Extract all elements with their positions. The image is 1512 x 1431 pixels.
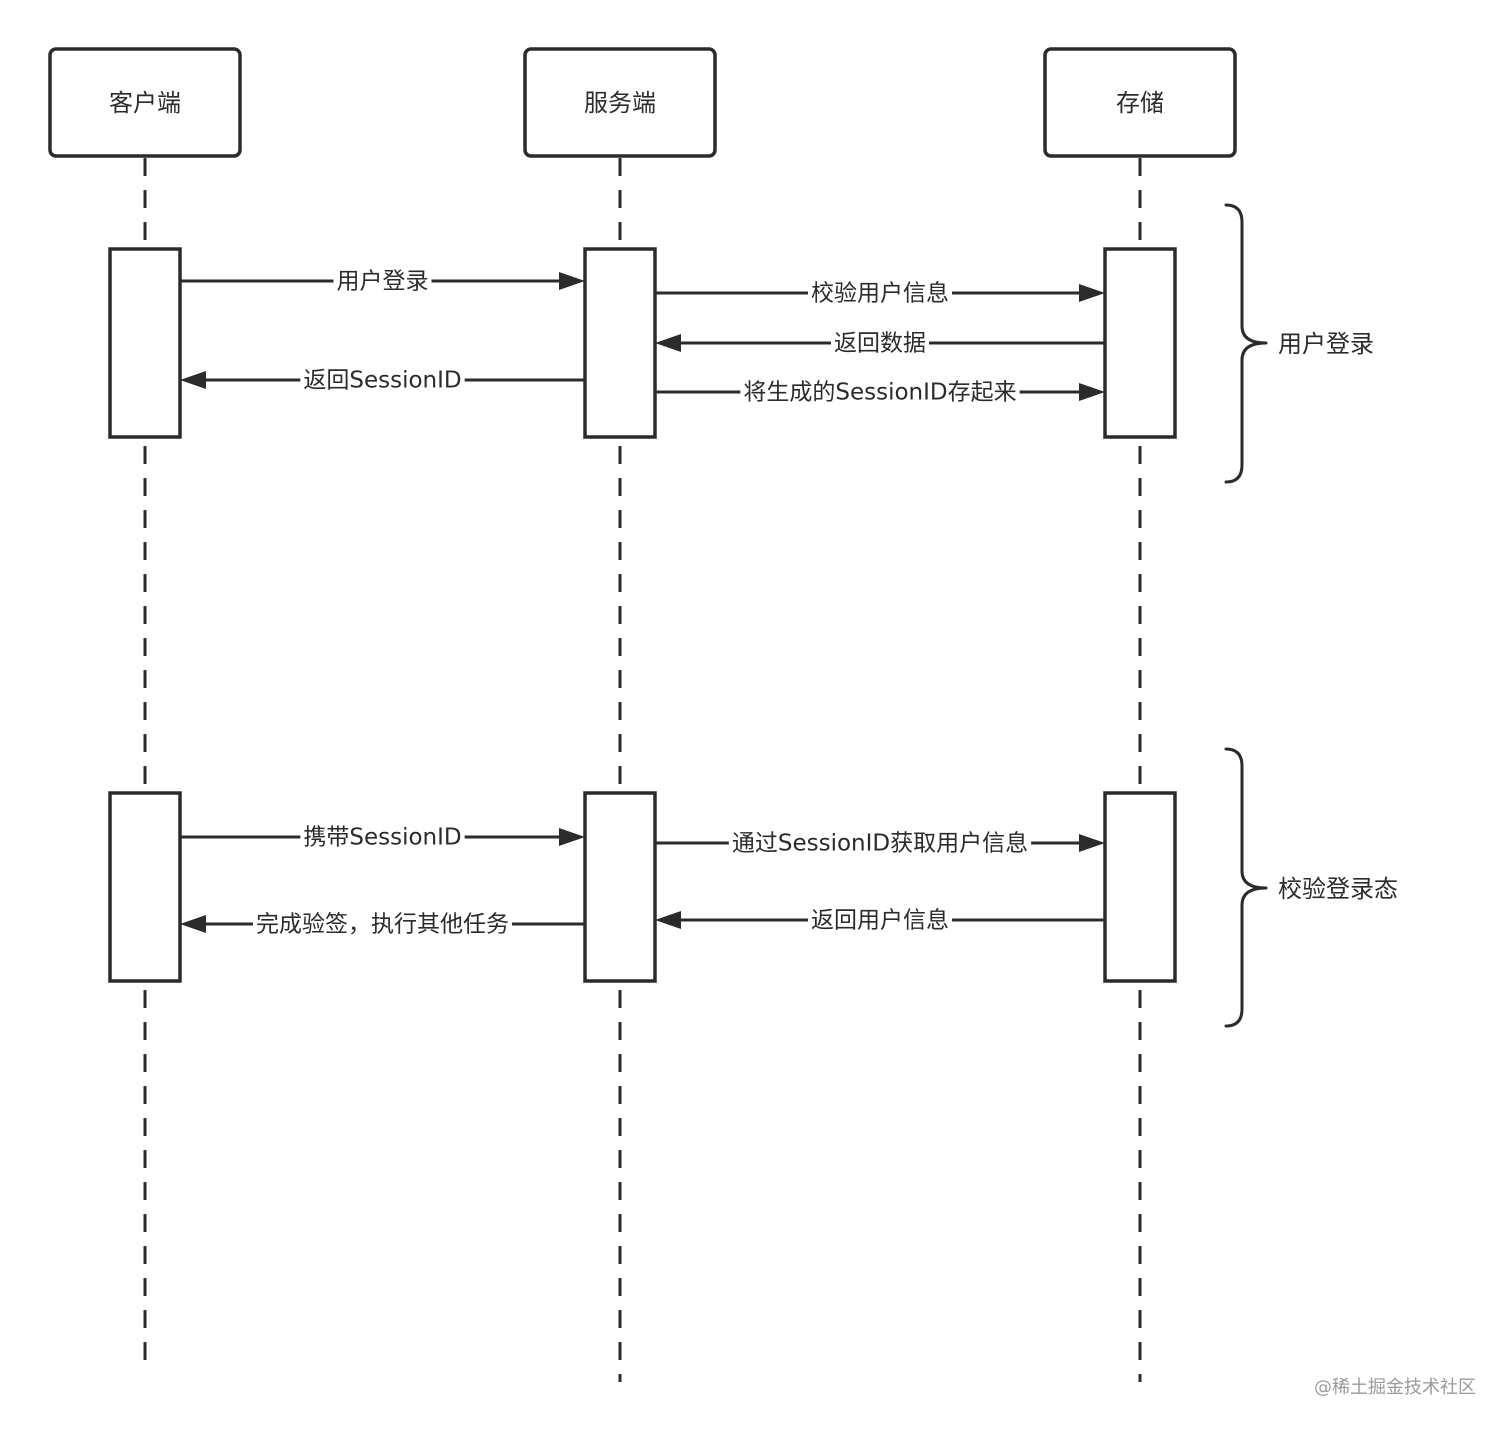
message-store-sessionid: 将生成的SessionID存起来 <box>655 377 1105 407</box>
group-user-login: 用户登录 <box>1224 203 1374 484</box>
arrowhead-icon <box>559 272 585 290</box>
participant-client[interactable]: 客户端 <box>48 47 242 158</box>
arrowhead-icon <box>180 371 206 389</box>
activation-storage-verify <box>1103 791 1177 983</box>
brace-icon <box>1224 203 1268 484</box>
message-store-sessionid-label: 将生成的SessionID存起来 <box>743 380 1016 406</box>
group-user-login-label: 用户登录 <box>1278 330 1374 358</box>
activation-storage-login <box>1103 247 1177 439</box>
group-verify-login-state-label: 校验登录态 <box>1278 875 1398 903</box>
message-verify-user-info: 校验用户信息 <box>655 278 1105 308</box>
message-get-user-info: 通过SessionID获取用户信息 <box>655 828 1105 858</box>
arrowhead-icon <box>1079 383 1105 401</box>
activation-server-login <box>583 247 657 439</box>
message-return-data-label: 返回数据 <box>834 331 926 357</box>
message-complete-verification-label: 完成验签，执行其他任务 <box>256 912 509 938</box>
activation-client-verify <box>108 791 182 983</box>
arrowhead-icon <box>1079 834 1105 852</box>
message-user-login: 用户登录 <box>180 266 585 296</box>
message-return-sessionid-label: 返回SessionID <box>303 368 461 394</box>
arrowhead-icon <box>559 828 585 846</box>
message-verify-user-info-label: 校验用户信息 <box>811 281 949 307</box>
participant-client-label: 客户端 <box>109 89 181 117</box>
participant-server[interactable]: 服务端 <box>523 47 717 158</box>
arrowhead-icon <box>655 334 681 352</box>
message-carry-sessionid-label: 携带SessionID <box>303 825 461 851</box>
participant-storage-label: 存储 <box>1116 89 1164 117</box>
message-get-user-info-label: 通过SessionID获取用户信息 <box>732 831 1028 857</box>
brace-icon <box>1224 747 1268 1028</box>
message-complete-verification: 完成验签，执行其他任务 <box>180 909 585 939</box>
message-return-user-info: 返回用户信息 <box>655 905 1105 935</box>
activation-client-login <box>108 247 182 439</box>
participant-storage[interactable]: 存储 <box>1043 47 1237 158</box>
message-return-user-info-label: 返回用户信息 <box>811 908 949 934</box>
message-return-data: 返回数据 <box>655 328 1105 358</box>
message-carry-sessionid: 携带SessionID <box>180 822 585 852</box>
message-return-sessionid: 返回SessionID <box>180 365 585 395</box>
watermark: @稀土掘金技术社区 <box>1314 1377 1476 1398</box>
arrowhead-icon <box>655 911 681 929</box>
participant-server-label: 服务端 <box>584 89 656 117</box>
arrowhead-icon <box>180 915 206 933</box>
arrowhead-icon <box>1079 284 1105 302</box>
activation-server-verify <box>583 791 657 983</box>
message-user-login-label: 用户登录 <box>337 269 429 295</box>
group-verify-login-state: 校验登录态 <box>1224 747 1398 1028</box>
